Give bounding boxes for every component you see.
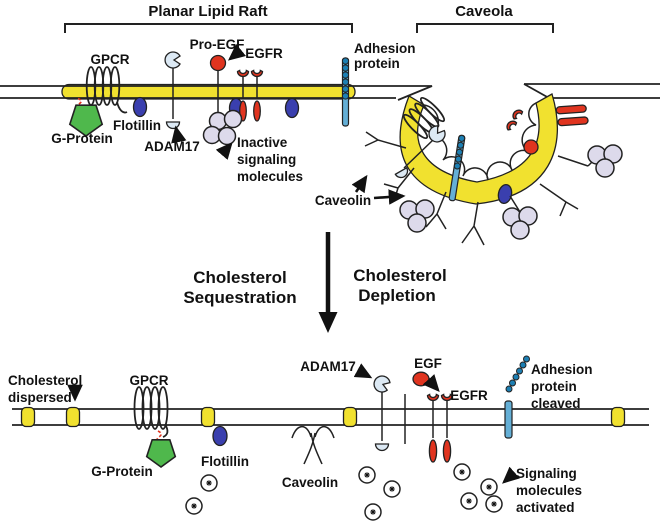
caveolin-arrow-up: [351, 174, 368, 194]
pro-egf-label: Pro-EGF: [190, 37, 245, 52]
egfr-label: EGFR: [245, 46, 283, 61]
g-protein-icon: [145, 438, 177, 468]
flotillin-icon: [212, 425, 228, 447]
transition-arrow: [318, 232, 338, 333]
signaling-molecule-cluster: [587, 144, 623, 178]
caveolin-label: Caveolin: [282, 475, 338, 490]
caveola-membrane-band: [399, 93, 559, 205]
signaling-molecule-cluster: [502, 206, 538, 240]
signaling-activated-arrow: [502, 466, 520, 484]
cholesterol-sequestration-label: Cholesterol Sequestration: [183, 268, 296, 307]
svg-text:Depletion: Depletion: [358, 286, 435, 305]
svg-text:Cholesterol: Cholesterol: [193, 268, 287, 287]
adhesion-protein-stub: [504, 400, 513, 439]
adam17-icon: [394, 123, 449, 181]
signaling-activated-label: Signaling molecules activated: [516, 466, 582, 515]
adhesion-protein-icon: [448, 134, 466, 202]
egf-icon: [523, 139, 539, 155]
g-protein-icon: [68, 104, 104, 137]
adhesion-protein-cleaved-icon: [505, 355, 530, 393]
svg-text:Adhesion: Adhesion: [531, 362, 593, 377]
flotillin-label: Flotillin: [201, 454, 249, 469]
svg-text:cleaved: cleaved: [531, 396, 581, 411]
caveola-bracket: [416, 23, 554, 33]
g-protein-label: G-Protein: [91, 464, 153, 479]
dispersed-cholesterol-patches: [20, 406, 626, 428]
caveola-title: Caveola: [455, 3, 513, 20]
egf-icon: [412, 371, 430, 387]
inactive-signaling-label: Inactive signaling molecules: [237, 135, 303, 184]
adam17-arrow: [171, 125, 187, 144]
svg-text:molecules: molecules: [237, 169, 303, 184]
egfr-icon: [504, 104, 589, 132]
svg-text:Cholesterol: Cholesterol: [353, 266, 447, 285]
adhesion-protein-label: Adhesion protein: [354, 41, 416, 71]
svg-text:activated: activated: [516, 500, 575, 515]
gpcr-icon: [85, 66, 128, 114]
gpcr-icon: [402, 96, 446, 140]
g-protein-link-squiggle: [156, 430, 162, 443]
gpcr-label: GPCR: [129, 373, 168, 388]
inactive-signaling-arrow: [215, 142, 233, 160]
plasma-membrane-top: [0, 83, 660, 101]
svg-text:Adhesion: Adhesion: [354, 41, 416, 56]
signaling-molecule-cluster: [399, 199, 435, 233]
cholesterol-depletion-label: Cholesterol Depletion: [353, 266, 447, 305]
gpcr-icon: [133, 386, 169, 438]
pro-egf-icon: [209, 54, 227, 118]
egfr-icon: [426, 393, 454, 463]
flotillin-label: Flotillin: [113, 118, 161, 133]
svg-text:molecules: molecules: [516, 483, 582, 498]
caveolin-flattened-icon: [291, 425, 335, 465]
adam17-icon: [164, 51, 181, 130]
adhesion-protein-cleaved-label: Adhesion protein cleaved: [531, 362, 593, 411]
inactive-signaling-molecules-icon: [202, 109, 243, 146]
svg-text:dispersed: dispersed: [8, 390, 72, 405]
caveolin-arrow-right: [373, 189, 406, 205]
svg-text:protein: protein: [531, 379, 577, 394]
egf-label: EGF: [414, 356, 442, 371]
svg-text:protein: protein: [354, 56, 400, 71]
egfr-label: EGFR: [450, 388, 488, 403]
lipid-raft-band: [61, 83, 356, 100]
pro-egf-arrow: [227, 43, 247, 61]
flotillin-icon: [284, 97, 300, 119]
adam17-label: ADAM17: [300, 359, 356, 374]
svg-text:Inactive: Inactive: [237, 135, 288, 150]
adhesion-protein-icon: [341, 57, 350, 127]
flotillin-icon: [132, 96, 148, 118]
g-protein-label: G-Protein: [51, 131, 113, 146]
svg-text:signaling: signaling: [237, 152, 296, 167]
activated-signaling-molecules: [185, 463, 503, 521]
adam17-icon: [371, 373, 392, 452]
caveolin-label: Caveolin: [315, 193, 371, 208]
adam17-label: ADAM17: [144, 139, 200, 154]
planar-raft-bracket: [64, 23, 353, 33]
cholesterol-dispersed-label: Cholesterol dispersed: [8, 373, 82, 405]
plasma-membrane-bottom: [12, 408, 649, 426]
adam17-arrow: [353, 363, 373, 379]
svg-text:Signaling: Signaling: [516, 466, 577, 481]
planar-lipid-raft-title: Planar Lipid Raft: [148, 3, 267, 20]
gpcr-label: GPCR: [90, 52, 129, 67]
svg-text:Sequestration: Sequestration: [183, 288, 296, 307]
flotillin-icon: [497, 183, 513, 205]
egf-to-egfr-arrow: [422, 374, 440, 392]
svg-text:Cholesterol: Cholesterol: [8, 373, 82, 388]
